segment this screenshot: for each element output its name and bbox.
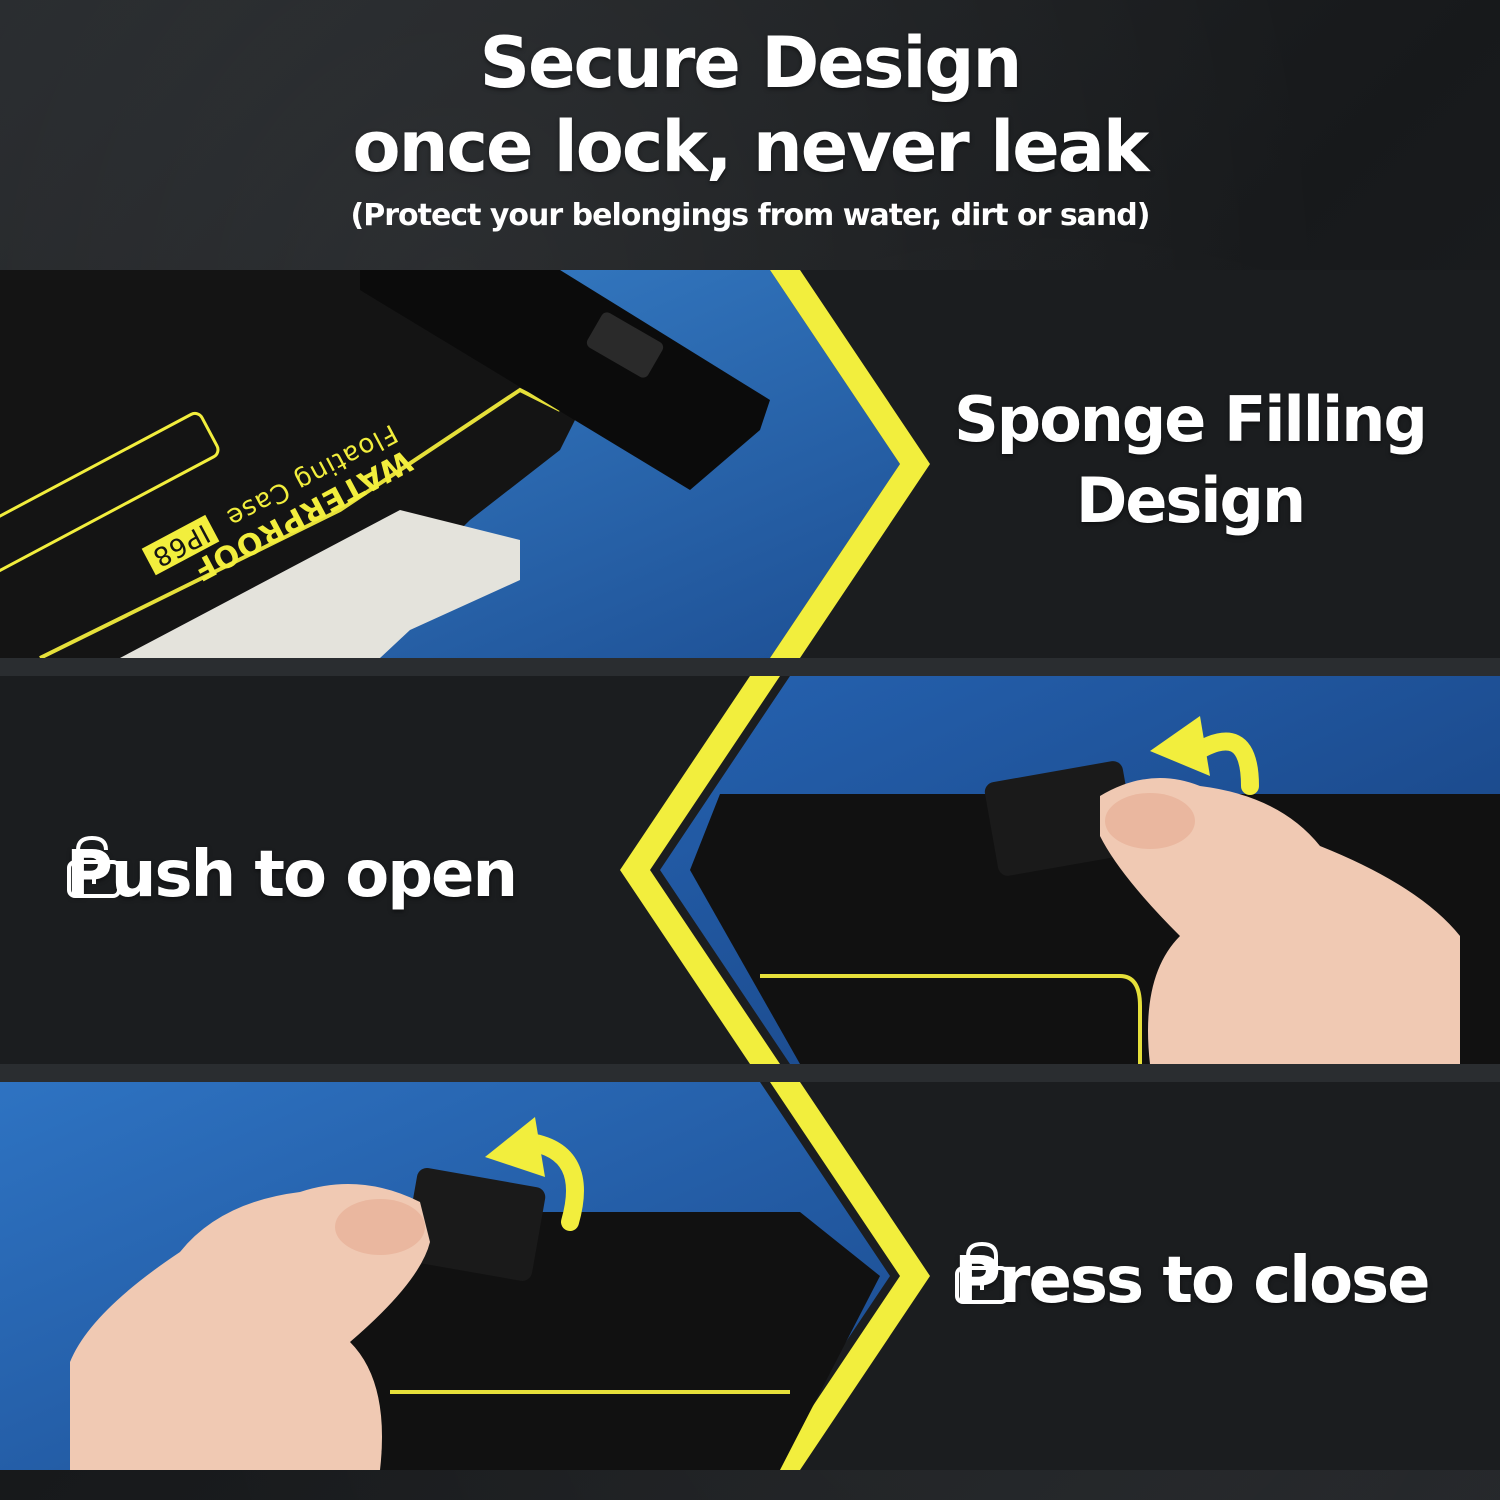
panel-1-title: Sponge Filling Design <box>940 380 1440 541</box>
panel-3-title: Press to close <box>954 1244 1431 1318</box>
panel-push-to-open: Push to open <box>0 676 1500 1064</box>
panel-sponge-filling: WATERPROOF Floating Case IP68 Sponge Fil… <box>0 270 1500 658</box>
header: Secure Design once lock, never leak (Pro… <box>0 0 1500 270</box>
panel-2-title: Push to open <box>66 838 518 912</box>
panel-3-graphic <box>0 1082 1500 1470</box>
panel-1-title-line1: Sponge Filling <box>954 383 1428 456</box>
divider <box>0 1064 1500 1082</box>
panel-2-title-row: Push to open <box>66 834 518 917</box>
panel-2-graphic <box>0 676 1500 1064</box>
unlocked-padlock-icon <box>67 835 121 898</box>
divider <box>0 658 1500 676</box>
subheadline: once lock, never leak <box>352 106 1150 188</box>
panel-press-to-close: Press to close <box>0 1082 1500 1470</box>
panel-1-graphic <box>0 270 1500 658</box>
panel-1-title-line2: Design <box>1075 463 1306 537</box>
headline: Secure Design <box>479 22 1023 104</box>
locked-padlock-icon <box>955 1241 1009 1304</box>
tagline: (Protect your belongings from water, dir… <box>350 198 1151 233</box>
panel-3-title-row: Press to close <box>954 1240 1431 1323</box>
